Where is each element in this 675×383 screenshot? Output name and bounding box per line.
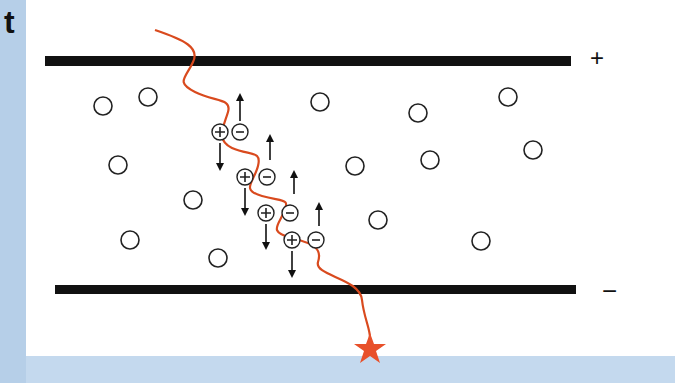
cut-off-title-letter: t <box>4 6 15 38</box>
positive-plate-sign: + <box>590 46 604 70</box>
white-panel <box>26 0 675 356</box>
negative-plate-sign: − <box>602 278 617 304</box>
